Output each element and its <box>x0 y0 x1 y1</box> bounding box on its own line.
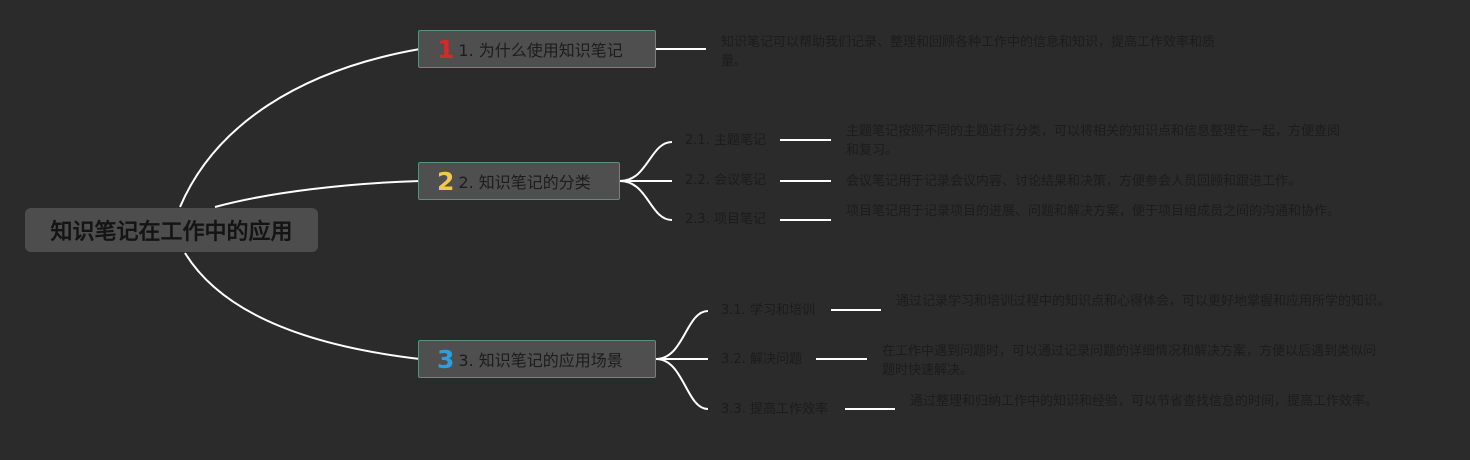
link-topic-2-sub-3 <box>619 180 673 221</box>
subtopic-efficiency[interactable]: 3.3. 提高工作效率 <box>721 402 828 417</box>
number-1-icon: 1 <box>437 34 455 64</box>
subtopic-theme-notes[interactable]: 2.1. 主题笔记 <box>685 133 766 148</box>
link-topic-2-sub-1 <box>619 141 673 182</box>
number-3-icon: 3 <box>437 344 455 374</box>
root-topic-label: 知识笔记在工作中的应用 <box>50 220 293 245</box>
topic-label: 2. 知识笔记的分类 <box>458 173 591 192</box>
subtopic-learning-training[interactable]: 3.1. 学习和培训 <box>721 303 815 318</box>
topic-label: 1. 为什么使用知识笔记 <box>458 41 623 60</box>
link-topic-3-sub-1 <box>655 310 709 360</box>
topic-application-scenarios[interactable]: 3 3. 知识笔记的应用场景 <box>418 340 656 378</box>
subtopic-problem-solving[interactable]: 3.2. 解决问题 <box>721 352 802 367</box>
root-topic[interactable]: 知识笔记在工作中的应用 <box>25 208 318 252</box>
link-topic-3-sub-3 <box>655 358 709 410</box>
subtopic-efficiency-description: 通过整理和归纳工作中的知识和经验，可以节省查找信息的时间，提高工作效率。 <box>910 394 1379 409</box>
number-2-icon: 2 <box>437 166 455 196</box>
topic-why-use-notes[interactable]: 1 1. 为什么使用知识笔记 <box>418 30 656 68</box>
topic-label: 3. 知识笔记的应用场景 <box>458 351 623 370</box>
topic-1-description: 知识笔记可以帮助我们记录、整理和回顾各种工作中的信息和知识，提高工作效率和质量。 <box>721 35 1216 69</box>
subtopic-theme-notes-description: 主题笔记按照不同的主题进行分类，可以将相关的知识点和信息整理在一起，方便查阅和复… <box>846 124 1341 158</box>
subtopic-learning-training-description: 通过记录学习和培训过程中的知识点和心得体会，可以更好地掌握和应用所学的知识。 <box>896 294 1391 309</box>
subtopic-problem-solving-description: 在工作中遇到问题时，可以通过记录问题的详细情况和解决方案，方便以后遇到类似问题时… <box>882 344 1377 378</box>
subtopic-project-notes[interactable]: 2.3. 项目笔记 <box>685 212 766 227</box>
subtopic-project-notes-description: 项目笔记用于记录项目的进展、问题和解决方案，便于项目组成员之间的沟通和协作。 <box>846 204 1341 219</box>
topic-note-categories[interactable]: 2 2. 知识笔记的分类 <box>418 162 620 200</box>
link-root-topic-3 <box>184 252 421 360</box>
subtopic-meeting-notes-description: 会议笔记用于记录会议内容、讨论结果和决策，方便参会人员回顾和跟进工作。 <box>846 174 1302 189</box>
subtopic-meeting-notes[interactable]: 2.2. 会议笔记 <box>685 173 766 188</box>
link-root-topic-1 <box>179 48 421 208</box>
link-root-topic-2 <box>214 180 421 208</box>
